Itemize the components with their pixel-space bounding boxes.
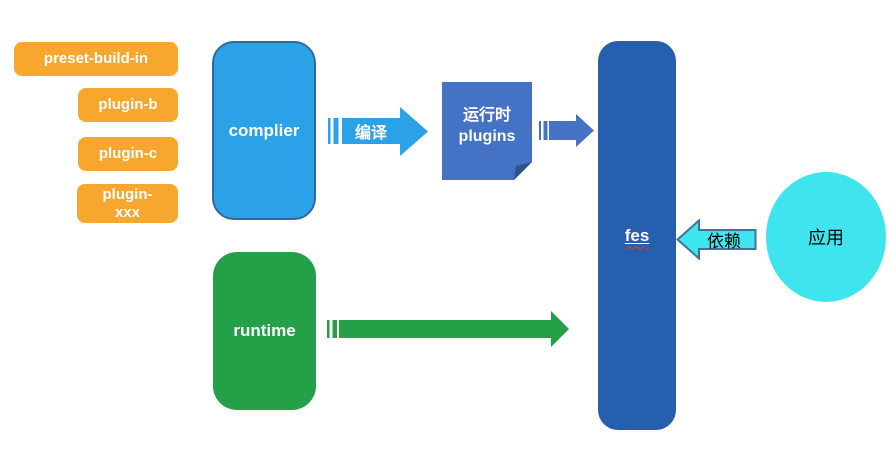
badge-preset-build-in: preset-build-in — [14, 42, 178, 76]
complier-label: complier — [228, 120, 300, 140]
runtime-plugins-label: 运行时 plugins — [442, 84, 532, 170]
runtime-plugins-line2: plugins — [458, 128, 516, 145]
fes-node: fes — [598, 41, 676, 430]
complier-node: complier — [212, 41, 316, 220]
plugins-to-fes-arrow — [539, 114, 594, 147]
depends-arrow-label: 依赖 — [707, 231, 741, 251]
badge-plugin-b: plugin-b — [78, 88, 178, 122]
folded-corner — [514, 162, 532, 180]
badge-plugin-c: plugin-c — [78, 137, 178, 171]
runtime-node: runtime — [213, 252, 316, 410]
compile-arrow-label: 编译 — [354, 125, 387, 142]
app-node: 应用 — [766, 172, 886, 302]
badge-plugin-xxx: plugin- xxx — [77, 184, 178, 223]
compile-striped-arrow — [328, 107, 428, 156]
app-label: 应用 — [808, 228, 844, 248]
fes-label: fes — [624, 225, 650, 245]
depends-arrow — [676, 219, 757, 260]
fes-spellcheck-underline: fes — [625, 226, 650, 246]
runtime-plugins-note-shape — [442, 82, 532, 180]
runtime-plugins-line1: 运行时 — [462, 107, 511, 125]
runtime-label: runtime — [233, 321, 296, 340]
runtime-to-fes-arrow — [327, 311, 569, 347]
